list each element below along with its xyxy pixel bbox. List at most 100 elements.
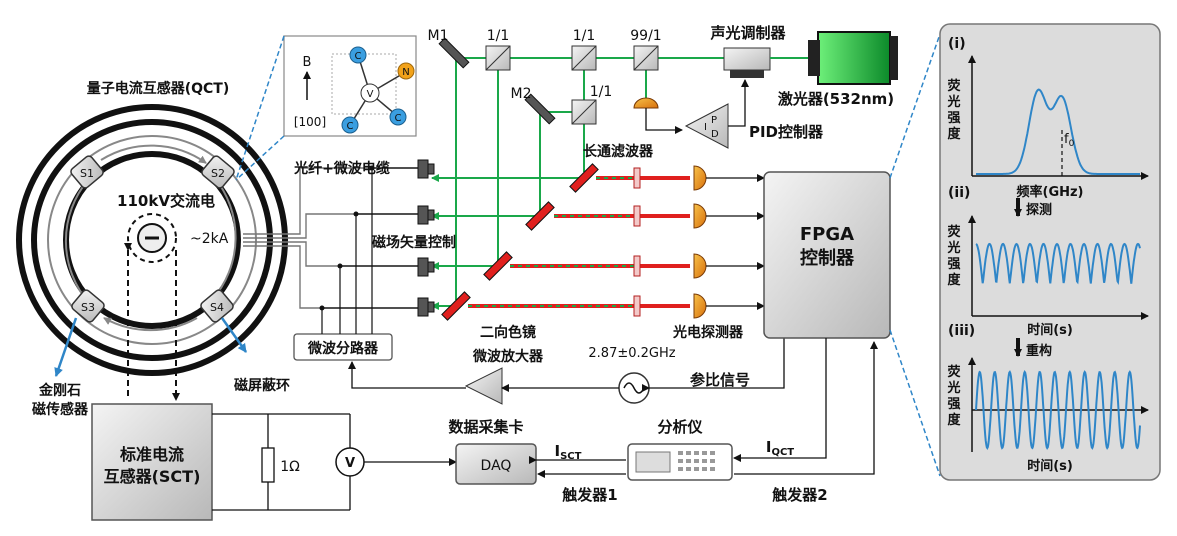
- current-label: ~2kA: [190, 231, 229, 247]
- fluorescence-detected-trace: [975, 242, 1141, 285]
- splitter-label: 微波分路器: [307, 340, 379, 357]
- pid-p: P: [711, 115, 717, 126]
- current-field-loop: [127, 213, 177, 263]
- nv-c2: C: [347, 121, 354, 132]
- label-s4: S4: [210, 301, 224, 314]
- reconstruct-label: 重构: [1026, 343, 1052, 359]
- bs2-label: 1/1: [573, 28, 596, 44]
- aom: [723, 47, 818, 78]
- junction-dots: [319, 165, 375, 311]
- voltmeter-label: V: [345, 456, 355, 471]
- trigger1-label: 触发器1: [562, 486, 617, 504]
- iqct-main: I: [766, 438, 772, 456]
- nv-v: V: [367, 89, 374, 100]
- detect-label: 探测: [1026, 202, 1052, 218]
- daq-label: DAQ: [481, 458, 512, 474]
- mid-shield-ring: [31, 119, 273, 361]
- iqct-sub: QCT: [771, 447, 794, 458]
- laser-label: 激光器(532nm): [778, 90, 894, 108]
- panel-ii-xlabel: 时间(s): [1027, 322, 1073, 338]
- reference-signal-label: 参比信号: [690, 371, 750, 389]
- label-s2: S2: [211, 167, 225, 180]
- mirror-m1: [438, 37, 470, 69]
- microwave-splitter: [293, 333, 393, 361]
- panel-i-xlabel: 频率(GHz): [1017, 184, 1084, 200]
- daq-box: [455, 443, 537, 485]
- fiber-label: 光纤+微波电缆: [293, 160, 390, 177]
- trigger2-label: 触发器2: [772, 486, 827, 504]
- m2-label: M2: [511, 86, 532, 102]
- fpga-controller: [763, 171, 891, 339]
- panel-i-axes: [968, 55, 1149, 180]
- long-pass-filters: [633, 167, 641, 317]
- label-s1: S1: [80, 167, 94, 180]
- sensor-s2: S2: [201, 155, 235, 189]
- pid-label: PID控制器: [749, 123, 824, 141]
- microwave-lines: [321, 167, 418, 334]
- fiber-connectors: [417, 159, 435, 317]
- panel-leader-bottom: [889, 329, 941, 477]
- red-fluorescence-beams: [468, 176, 690, 308]
- mw-amp-label: 微波放大器: [472, 348, 544, 365]
- line-voltage-label: 110kV交流电: [117, 192, 215, 210]
- dichroic-label: 二向色镜: [480, 324, 536, 341]
- sensor-s4: S4: [200, 289, 234, 323]
- iqct-label: IQCT: [766, 438, 794, 458]
- f0-sub: 0: [1069, 139, 1075, 149]
- pid-amplifier: [684, 103, 729, 149]
- pid-i: I: [704, 122, 707, 133]
- pid-d: D: [711, 129, 719, 140]
- isct-main: I: [555, 442, 561, 460]
- microwave-amplifier: [464, 367, 503, 405]
- field-control-label: 磁场矢量控制: [372, 234, 456, 251]
- sct-line2: 互感器(SCT): [104, 467, 201, 486]
- nv-center-inset: C N C C V B [100]: [235, 35, 417, 181]
- diamond-line2: 磁传感器: [32, 401, 89, 418]
- fpga-line2: 控制器: [800, 247, 855, 269]
- aom-label: 声光调制器: [709, 24, 786, 42]
- panel-ii-tag: (ii): [948, 185, 970, 201]
- f0-label: f0: [1064, 132, 1075, 149]
- odmr-spectrum: [976, 88, 1140, 175]
- sct-line1: 标准电流: [119, 445, 184, 464]
- reconstructed-current-trace: [975, 370, 1141, 451]
- f0-main: f: [1064, 132, 1069, 147]
- sensor-s1: S1: [70, 155, 104, 189]
- beam-splitter-4: [571, 99, 597, 125]
- svg-text:荧光强度: 荧光强度: [946, 78, 961, 142]
- analyzer-label: 分析仪: [657, 418, 703, 436]
- m1-label: M1: [428, 28, 449, 44]
- panel-ylabels: 荧光强度 荧光强度 荧光强度: [946, 78, 961, 428]
- panel-iii-xlabel: 时间(s): [1027, 458, 1073, 474]
- isct-label: ISCT: [555, 442, 582, 462]
- svg-text:荧光强度: 荧光强度: [946, 224, 961, 288]
- analyzer: [627, 443, 733, 481]
- sct-box: [91, 403, 213, 521]
- shield-ring-label: 磁屏蔽环: [234, 377, 290, 394]
- resistor-label: 1Ω: [280, 459, 300, 475]
- outer-shield-ring: [16, 104, 288, 376]
- inset-leader: [235, 35, 285, 181]
- nv-c1: C: [355, 51, 362, 62]
- diamond-line1: 金刚石: [38, 382, 81, 399]
- signal-panel: [939, 23, 1161, 481]
- photodetector-label: 光电探测器: [672, 324, 744, 341]
- direction-label: [100]: [294, 115, 326, 129]
- nv-c3: C: [395, 113, 402, 124]
- reference-photodiode: [633, 97, 659, 109]
- label-s3: S3: [81, 301, 95, 314]
- sensor-track: [47, 135, 257, 345]
- long-pass-label: 长通滤波器: [583, 143, 654, 160]
- fpga-line1: FPGA: [800, 224, 854, 245]
- bs3-label: 99/1: [630, 28, 661, 44]
- beam-splitter-3: [633, 45, 659, 71]
- shunt-resistor: [261, 447, 275, 483]
- dichroic-mirrors: [441, 163, 599, 321]
- daq-card-label: 数据采集卡: [448, 418, 523, 436]
- analysis-links: [529, 338, 878, 478]
- panel-leader-top: [889, 33, 941, 179]
- panel-iii-tag: (iii): [948, 323, 975, 339]
- qct-title: 量子电流互感器(QCT): [87, 80, 230, 97]
